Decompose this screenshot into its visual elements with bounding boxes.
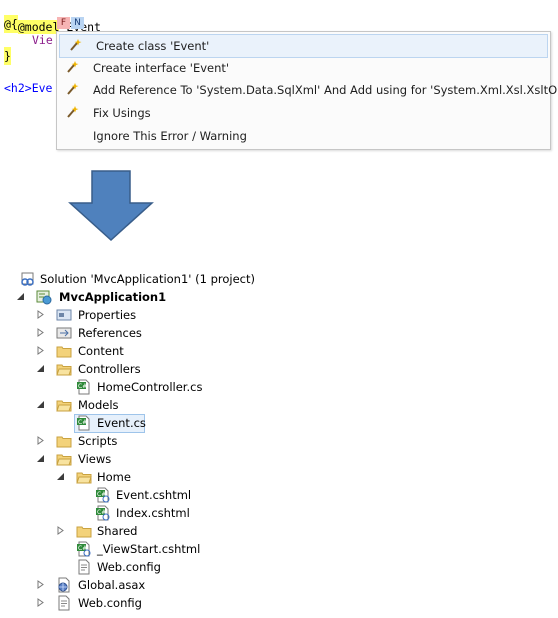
collapse-triangle-icon[interactable]: [36, 454, 45, 463]
magic-wand-icon: [67, 83, 79, 95]
folder-open-icon: [56, 400, 72, 412]
menu-item-label: Create interface 'Event': [93, 61, 230, 75]
menu-item-ignore-error[interactable]: Ignore This Error / Warning: [57, 125, 550, 147]
expand-triangle-icon[interactable]: [36, 436, 45, 445]
references-icon: [56, 327, 72, 339]
tree-item-label: Views: [78, 452, 112, 466]
tree-item-label: Event.cshtml: [116, 488, 192, 502]
menu-item-create-class[interactable]: Create class 'Event': [59, 34, 548, 58]
tree-item-label: Controllers: [78, 362, 141, 376]
expand-triangle-icon[interactable]: [36, 328, 45, 337]
tree-item-label: Scripts: [78, 434, 118, 448]
svg-text:C#: C#: [78, 419, 87, 426]
csharp-file-icon: C#: [77, 379, 90, 395]
svg-text:C#: C#: [78, 383, 87, 390]
selection-highlight: [74, 414, 145, 433]
menu-item-create-interface[interactable]: Create interface 'Event': [57, 57, 550, 79]
model-directive: @model: [17, 20, 60, 34]
down-arrow-icon: [68, 170, 154, 242]
tree-item-label: Content: [78, 344, 124, 358]
svg-text:C#: C#: [78, 545, 87, 552]
folder-open-icon: [76, 472, 92, 484]
tree-item-label: Event.cs: [97, 416, 146, 430]
cshtml-file-icon: C#: [96, 487, 110, 503]
expand-triangle-icon[interactable]: [36, 346, 45, 355]
collapse-triangle-icon[interactable]: [16, 292, 25, 301]
cshtml-file-icon: C#: [77, 541, 91, 557]
menu-item-label: Ignore This Error / Warning: [93, 129, 247, 143]
tree-item-label: Web.config: [97, 560, 161, 574]
navigate-badge[interactable]: N: [71, 17, 84, 29]
folder-open-icon: [56, 454, 72, 466]
solution-icon: [21, 272, 34, 286]
tree-item-label: References: [78, 326, 142, 340]
tree-item-label: Shared: [97, 524, 138, 538]
expand-triangle-icon[interactable]: [36, 598, 45, 607]
menu-item-label: Fix Usings: [93, 106, 151, 120]
collapse-triangle-icon[interactable]: [36, 364, 45, 373]
tree-item-label: Home: [97, 470, 131, 484]
code-line-3: Vie: [32, 33, 53, 47]
magic-wand-icon: [67, 61, 79, 73]
web-project-icon: [36, 290, 52, 305]
config-file-icon: [58, 595, 70, 611]
config-file-icon: [78, 559, 90, 575]
code-line-4: }: [4, 47, 11, 65]
menu-item-label: Create class 'Event': [96, 39, 210, 53]
tree-item-label: HomeController.cs: [97, 380, 203, 394]
tree-item-label: Models: [78, 398, 119, 412]
magic-wand-icon: [67, 106, 79, 118]
expand-triangle-icon[interactable]: [36, 580, 45, 589]
code-line-5: <h2>Eve: [4, 81, 53, 95]
code-line-2: @{: [4, 15, 18, 33]
csharp-file-icon: C#: [77, 415, 90, 431]
expand-triangle-icon[interactable]: [56, 526, 65, 535]
quick-fix-popup: Create class 'Event' Create interface 'E…: [56, 31, 558, 150]
tree-item-label: Web.config: [78, 596, 142, 610]
menu-item-fix-usings[interactable]: Fix Usings: [57, 102, 550, 124]
tree-item-label: Global.asax: [78, 578, 146, 592]
menu-item-label: Add Reference To 'System.Data.SqlXml' An…: [93, 83, 558, 97]
tree-item-label: Properties: [78, 308, 137, 322]
svg-text:C#: C#: [97, 491, 106, 498]
code-line-1: @model Event: [4, 0, 101, 36]
magic-wand-icon: [70, 39, 82, 51]
collapse-triangle-icon[interactable]: [36, 400, 45, 409]
tree-item-label: MvcApplication1: [59, 290, 167, 304]
menu-item-add-reference[interactable]: Add Reference To 'System.Data.SqlXml' An…: [57, 79, 558, 101]
cshtml-file-icon: C#: [96, 505, 110, 521]
folder-open-icon: [56, 364, 72, 376]
fix-badge[interactable]: F: [57, 17, 70, 29]
tree-item-label: _ViewStart.cshtml: [97, 542, 201, 556]
folder-icon: [56, 346, 72, 358]
svg-text:C#: C#: [97, 509, 106, 516]
tree-item-label: Index.cshtml: [116, 506, 190, 520]
collapse-triangle-icon[interactable]: [56, 472, 65, 481]
tree-item-label: Solution 'MvcApplication1' (1 project): [40, 272, 255, 286]
folder-icon: [56, 436, 72, 448]
global-asax-icon: [58, 577, 70, 593]
properties-icon: [56, 309, 72, 321]
folder-icon: [76, 526, 92, 538]
tree-item-event-cs[interactable]: C# Event.cs: [74, 414, 146, 433]
expand-triangle-icon[interactable]: [36, 310, 45, 319]
